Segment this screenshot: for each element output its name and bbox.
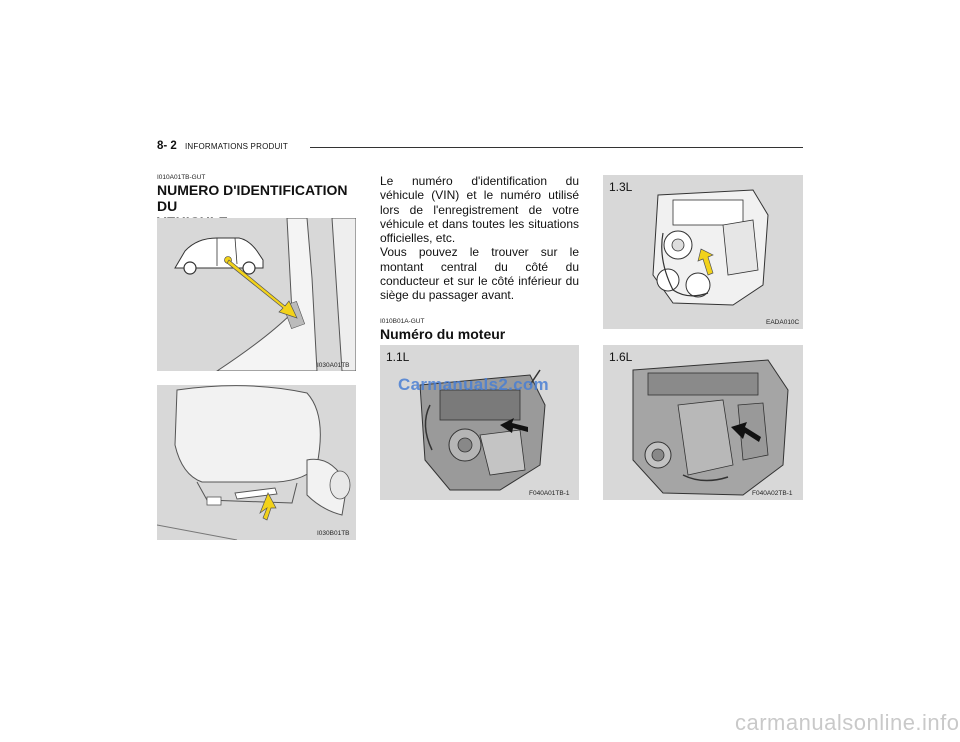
engine-heading: Numéro du moteur	[380, 326, 506, 342]
engine-section-code: I010B01A-GUT	[380, 318, 425, 325]
seat-drawing	[157, 385, 356, 540]
image-caption-engine-1-6l: F040A02TB-1	[752, 490, 793, 497]
engine-panel-1-3l	[603, 175, 803, 329]
engine-panel-1-1l	[380, 345, 579, 500]
vin-heading-line1: NUMERO D'IDENTIFICATION DU	[157, 182, 348, 214]
vin-description: Le numéro d'identification du véhicule (…	[380, 174, 579, 303]
header-divider	[310, 147, 803, 148]
engine-label-1-3l: 1.3L	[609, 180, 633, 194]
vin-pillar-illustration	[157, 218, 356, 371]
page-number: 8- 2	[157, 140, 177, 152]
description-paragraph-1: Le numéro d'identification du véhicule (…	[380, 174, 579, 246]
image-caption-vin-pillar: I030A01TB	[317, 362, 350, 369]
engine-label-1-6l: 1.6L	[609, 350, 633, 364]
engine-1-6l-drawing	[603, 345, 803, 500]
watermark: Carmanuals2.com	[398, 375, 549, 394]
description-paragraph-2: Vous pouvez le trouver sur le montant ce…	[380, 245, 579, 303]
image-caption-engine-1-1l: F040A01TB-1	[529, 490, 570, 497]
image-caption-engine-1-3l: EADA010C	[766, 319, 800, 326]
vin-section-code: I010A01TB-GUT	[157, 174, 206, 181]
engine-panel-1-6l	[603, 345, 803, 500]
image-caption-vin-seat: I030B01TB	[317, 530, 350, 537]
car-pillar-drawing	[157, 218, 356, 371]
engine-1-3l-drawing	[603, 175, 803, 329]
engine-1-1l-drawing	[380, 345, 579, 500]
engine-label-1-1l: 1.1L	[386, 350, 410, 364]
vin-seat-illustration	[157, 385, 356, 540]
footer-watermark: carmanualsonline.info	[735, 710, 960, 735]
section-title: INFORMATIONS PRODUIT	[185, 142, 288, 151]
